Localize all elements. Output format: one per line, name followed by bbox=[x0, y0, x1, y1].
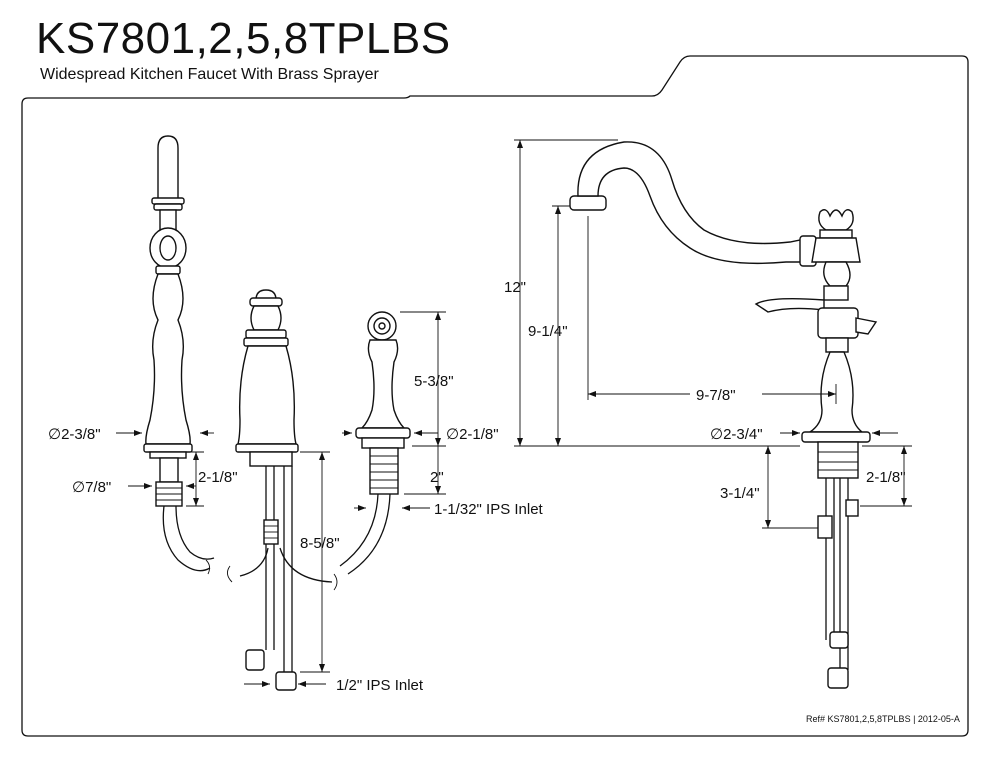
page-subtitle: Widespread Kitchen Faucet With Brass Spr… bbox=[40, 66, 379, 83]
dim-sprayer-height: 5-3/8" bbox=[414, 373, 454, 390]
dim-spout-shank-right: 2-1/8" bbox=[866, 469, 906, 486]
reference-number: Ref# KS7801,2,5,8TPLBS | 2012-05-A bbox=[806, 714, 960, 724]
dim-sprayer-shank: 2" bbox=[430, 469, 444, 486]
dim-hose-length: 8-5/8" bbox=[300, 535, 340, 552]
sprayer-drawing bbox=[339, 311, 411, 575]
dim-sprayer-diameter: ∅2-1/8" bbox=[446, 426, 499, 443]
dim-spout-shank: 3-1/4" bbox=[720, 485, 760, 502]
dim-spout-reach: 9-7/8" bbox=[696, 387, 736, 404]
dimension-arrows bbox=[134, 140, 907, 687]
dimension-lines bbox=[116, 139, 912, 685]
drawing-frame bbox=[21, 55, 969, 737]
left-handle-drawing bbox=[143, 135, 215, 575]
dim-sprayer-inlet: 1-1/32" IPS Inlet bbox=[434, 501, 544, 518]
dim-nut-diameter: ∅7/8" bbox=[72, 479, 111, 496]
dim-spout-height: 9-1/4" bbox=[528, 323, 568, 340]
page-title: KS7801,2,5,8TPLBS bbox=[36, 14, 451, 63]
dim-total-height: 12" bbox=[504, 279, 526, 296]
center-valve-drawing bbox=[227, 289, 338, 691]
dim-spout-base-diameter: ∅2-3/4" bbox=[710, 426, 763, 443]
dim-handle-diameter: ∅2-3/8" bbox=[48, 426, 101, 443]
dim-inlet: 1/2" IPS Inlet bbox=[336, 677, 424, 694]
faucet-side-drawing bbox=[569, 141, 878, 689]
dim-shank-left: 2-1/8" bbox=[198, 469, 238, 486]
